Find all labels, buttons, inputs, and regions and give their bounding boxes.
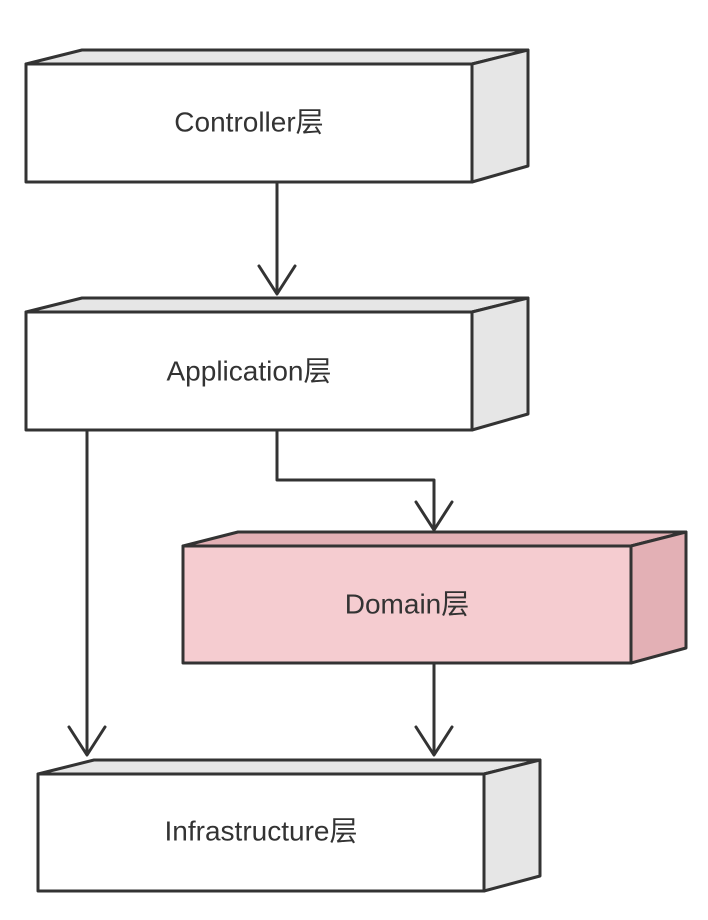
box-top-face bbox=[36, 758, 542, 776]
layer-label-controller: Controller层 bbox=[174, 106, 323, 137]
layer-label-domain: Domain层 bbox=[345, 588, 469, 619]
layer-box-application: Application层 bbox=[24, 296, 530, 432]
box-side-face bbox=[629, 530, 688, 665]
edge-application-to-domain bbox=[275, 430, 454, 532]
layer-box-controller: Controller层 bbox=[24, 48, 530, 184]
box-top-face bbox=[24, 296, 530, 314]
box-side-face bbox=[482, 758, 542, 893]
box-top-face bbox=[181, 530, 688, 548]
box-front-face bbox=[24, 310, 474, 432]
box-side-face bbox=[470, 48, 530, 184]
layer-label-application: Application层 bbox=[167, 355, 332, 386]
box-front-face bbox=[181, 544, 633, 665]
box-front-face bbox=[24, 62, 474, 184]
box-top-face bbox=[24, 48, 530, 66]
edge-domain-to-infrastructure bbox=[414, 663, 454, 757]
edge-controller-to-application bbox=[257, 182, 297, 296]
layer-box-domain: Domain层 bbox=[181, 530, 688, 665]
box-side-face bbox=[470, 296, 530, 432]
layer-box-infrastructure: Infrastructure层 bbox=[36, 758, 542, 893]
edge-application-to-infrastructure bbox=[67, 430, 107, 757]
box-front-face bbox=[36, 772, 486, 893]
layer-label-infrastructure: Infrastructure层 bbox=[165, 815, 358, 846]
